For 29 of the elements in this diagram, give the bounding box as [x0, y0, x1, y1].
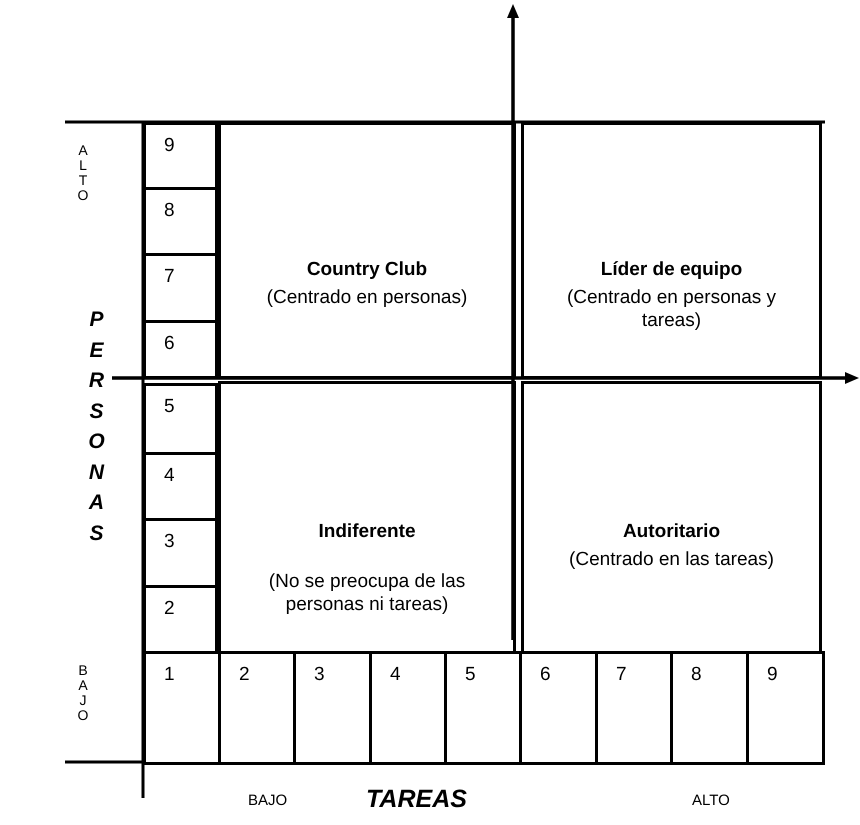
scale-cell: 8: [143, 187, 218, 256]
axis-level-label: ALTO: [76, 143, 90, 203]
quadrant-description: (Centrado en las tareas): [568, 548, 775, 571]
axis-level-label: ALTO: [692, 792, 730, 810]
scale-cell: 5: [143, 383, 218, 455]
quadrant-title: Líder de equipo: [600, 258, 744, 281]
quadrant-box: [218, 122, 516, 379]
axis-title: TAREAS: [366, 784, 467, 814]
axis-level-label: BAJO: [248, 792, 288, 810]
quadrant-description: (Centrado en personas): [266, 286, 468, 309]
scale-cell: 9: [143, 122, 218, 190]
scale-cell: 5: [444, 651, 522, 765]
scale-cell: 3: [143, 518, 218, 588]
scale-cell: 2: [143, 585, 218, 654]
quadrant-title: Indiferente: [317, 520, 417, 543]
axis-title: PERSONAS: [87, 307, 106, 546]
quadrant-box: [218, 381, 516, 654]
quadrant-title: Autoritario: [622, 520, 722, 543]
quadrant-box: [521, 381, 822, 654]
scale-cell: 9: [746, 651, 825, 765]
quadrant-box: [521, 122, 822, 379]
quadrant-description: (No se preocupa de las personas ni tareas): [268, 570, 466, 616]
scale-cell: 1: [143, 651, 221, 765]
quadrant-description: (Centrado en personas y tareas): [566, 286, 778, 332]
scale-cell: 7: [143, 253, 218, 323]
scale-cell: 4: [143, 452, 218, 521]
quadrant-title: Country Club: [306, 258, 428, 281]
axis-level-label: BAJO: [76, 663, 90, 723]
scale-cell: 6: [143, 320, 218, 379]
